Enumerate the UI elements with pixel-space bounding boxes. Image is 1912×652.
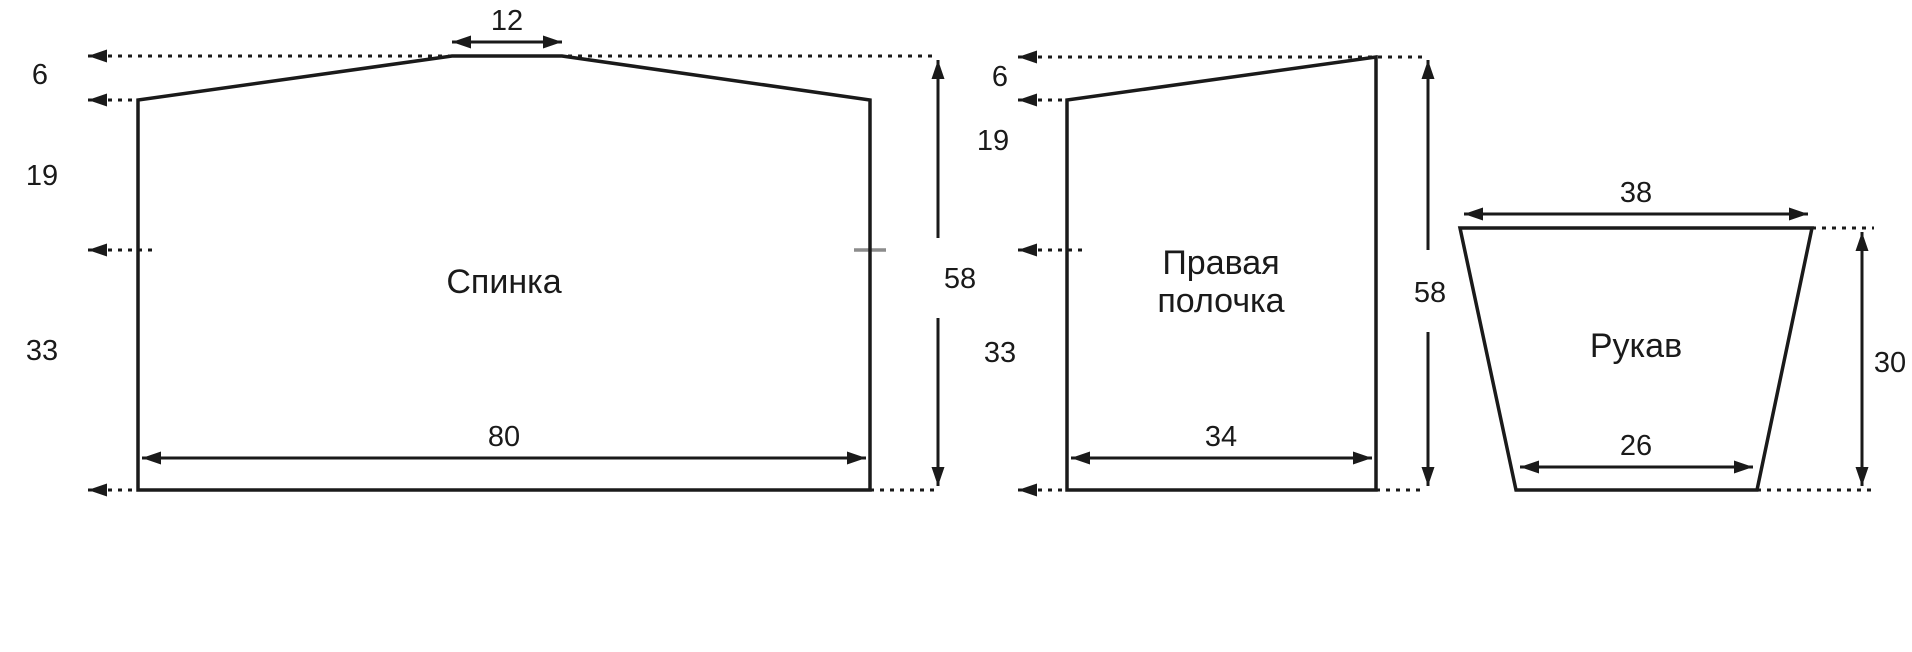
sleeve-top-width-label: 38: [1620, 177, 1652, 209]
front-side-length-label: 33: [984, 337, 1016, 369]
sleeve-piece: 38 26 30 Рукав: [1457, 177, 1906, 492]
front-shoulder-height-label: 6: [992, 61, 1008, 93]
back-side-length-label: 33: [26, 335, 58, 367]
sleeve-piece-title: Рукав: [1590, 327, 1682, 365]
front-piece-title-line2: полочка: [1157, 282, 1284, 320]
sleeve-bottom-width-label: 26: [1620, 430, 1652, 462]
back-neck-width-label: 12: [491, 5, 523, 37]
back-bottom-width-label: 80: [488, 421, 520, 453]
back-total-length-label: 58: [944, 263, 976, 295]
front-piece-title-line1: Правая: [1162, 244, 1279, 282]
front-armhole-depth-label: 19: [977, 125, 1009, 157]
front-piece: 6 19 33 34 58 Правая полочка: [977, 50, 1446, 497]
front-outline: [1065, 54, 1378, 492]
back-piece: 12 6 19 33 80 58 Спинка: [26, 5, 976, 497]
back-shoulder-height-label: 6: [32, 59, 48, 91]
sleeve-outline: [1457, 226, 1815, 492]
sleeve-height-label: 30: [1874, 347, 1906, 379]
back-armhole-depth-label: 19: [26, 160, 58, 192]
back-piece-title: Спинка: [446, 263, 561, 301]
front-total-length-label: 58: [1414, 277, 1446, 309]
front-bottom-width-label: 34: [1205, 421, 1237, 453]
back-outline: [136, 54, 872, 492]
